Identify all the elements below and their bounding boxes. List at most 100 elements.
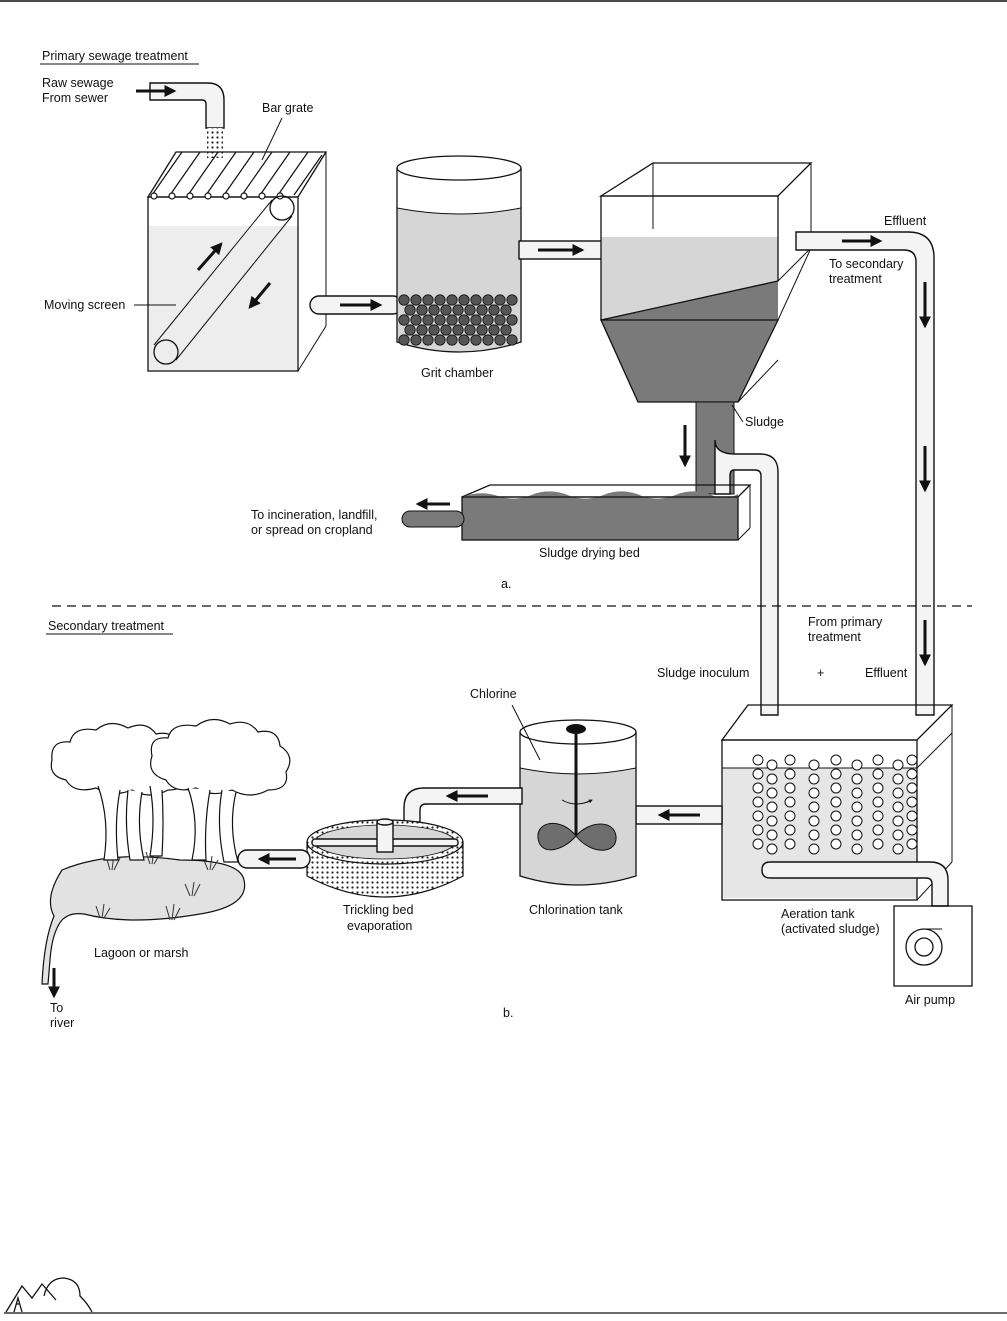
- grit-pebble: [446, 294, 458, 306]
- effluent-pipe: [795, 231, 935, 716]
- grit-pebble: [404, 304, 416, 316]
- grit-pebble: [506, 314, 518, 326]
- air-bubble: [752, 768, 764, 780]
- chlorine-label: Chlorine: [470, 687, 517, 701]
- air-bubble: [784, 754, 796, 766]
- sludge-inoculum-label: Sludge inoculum: [657, 666, 749, 680]
- grit-pebble: [440, 304, 452, 316]
- air-bubble: [906, 768, 918, 780]
- air-bubble: [892, 829, 904, 841]
- air-bubble: [892, 773, 904, 785]
- plus-sign: +: [817, 666, 824, 680]
- air-bubble: [808, 829, 820, 841]
- trickling-bed-label-1: Trickling bed: [343, 903, 413, 917]
- bar-screen-chamber: [146, 151, 328, 372]
- air-bubble: [830, 838, 842, 850]
- grit-pebble: [446, 314, 458, 326]
- grit-pebble: [452, 324, 464, 336]
- grit-pebble: [500, 304, 512, 316]
- bar-grate-bars: [150, 151, 323, 200]
- grit-pebble: [500, 324, 512, 336]
- grit-pebble: [434, 334, 446, 346]
- air-bubbles: [752, 754, 918, 855]
- air-bubble: [808, 787, 820, 799]
- sludge-drying-bed-label: Sludge drying bed: [539, 546, 640, 560]
- grit-pebble: [434, 294, 446, 306]
- air-bubble: [851, 801, 863, 813]
- to-secondary-label-1: To secondary: [829, 257, 904, 271]
- air-bubble: [766, 759, 778, 771]
- secondary-section: Secondary treatment From primary treatme…: [41, 615, 973, 1030]
- lagoon-water: [41, 856, 246, 985]
- grit-pebble: [494, 334, 506, 346]
- air-bubble: [766, 787, 778, 799]
- air-bubble: [784, 824, 796, 836]
- air-bubble: [830, 754, 842, 766]
- air-bubble: [892, 801, 904, 813]
- air-bubble: [851, 843, 863, 855]
- air-bubble: [906, 754, 918, 766]
- grit-pebble: [470, 334, 482, 346]
- sewage-drip: [207, 128, 223, 158]
- grit-pebble: [464, 304, 476, 316]
- air-bubble: [752, 754, 764, 766]
- grit-pebble: [482, 334, 494, 346]
- disposal-label-2: or spread on cropland: [251, 523, 373, 537]
- air-bubble: [872, 838, 884, 850]
- air-bubble: [892, 759, 904, 771]
- grit-pebble: [506, 334, 518, 346]
- air-bubble: [766, 801, 778, 813]
- air-bubble: [851, 815, 863, 827]
- air-bubble: [872, 810, 884, 822]
- air-bubble: [892, 787, 904, 799]
- trees: [50, 718, 291, 863]
- mixer-rotation: [561, 799, 593, 805]
- screen-up-arrow: [196, 242, 223, 271]
- air-bubble: [906, 796, 918, 808]
- grit-pebble: [410, 314, 422, 326]
- air-bubble: [784, 768, 796, 780]
- mountain-tree-logo: [4, 1277, 1007, 1314]
- grit-pebble: [488, 324, 500, 336]
- air-bubble: [830, 782, 842, 794]
- air-bubble: [808, 815, 820, 827]
- grit-pebble: [470, 294, 482, 306]
- trickling-bed: [306, 818, 464, 898]
- grit-pebble: [488, 304, 500, 316]
- air-bubble: [906, 824, 918, 836]
- air-bubble: [752, 796, 764, 808]
- to-river-label-1: To: [50, 1001, 63, 1015]
- panel-b-letter: b.: [503, 1006, 513, 1020]
- grit-pebble: [476, 304, 488, 316]
- air-bubble: [892, 843, 904, 855]
- grit-pebble: [458, 334, 470, 346]
- air-bubble: [752, 810, 764, 822]
- air-bubble: [784, 810, 796, 822]
- from-sewer-label: From sewer: [42, 91, 108, 105]
- lagoon-label: Lagoon or marsh: [94, 946, 189, 960]
- air-bubble: [766, 773, 778, 785]
- air-bubble: [872, 796, 884, 808]
- grit-pebble: [464, 324, 476, 336]
- air-bubble: [851, 759, 863, 771]
- air-bubble: [906, 782, 918, 794]
- grit-pebble: [410, 334, 422, 346]
- air-bubble: [851, 773, 863, 785]
- air-bubble: [766, 815, 778, 827]
- air-bubble: [784, 796, 796, 808]
- aeration-tank-label-1: Aeration tank: [781, 907, 855, 921]
- to-secondary-label-2: treatment: [829, 272, 882, 286]
- grit-pebble: [416, 304, 428, 316]
- grit-pebble: [398, 314, 410, 326]
- air-pump-label: Air pump: [905, 993, 955, 1007]
- grit-pebble: [428, 304, 440, 316]
- air-bubble: [872, 768, 884, 780]
- grit-chamber-label: Grit chamber: [421, 366, 493, 380]
- secondary-effluent-label: Effluent: [865, 666, 908, 680]
- from-primary-label-1: From primary: [808, 615, 883, 629]
- grit-pebble: [458, 314, 470, 326]
- air-bubble: [766, 829, 778, 841]
- air-bubble: [784, 782, 796, 794]
- grit-pebble: [428, 324, 440, 336]
